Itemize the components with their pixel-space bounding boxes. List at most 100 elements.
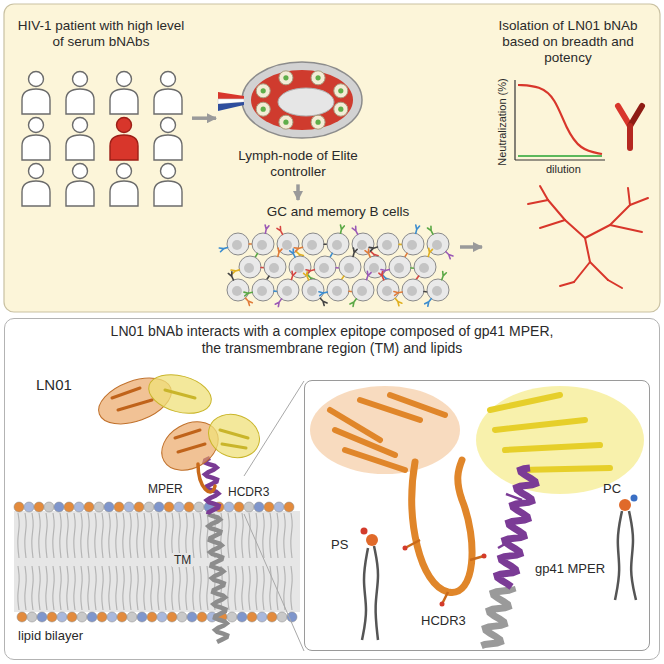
lipid-tail [109,566,110,610]
cell-body [252,233,274,255]
cell-nucleus [232,286,242,296]
person-body [154,181,182,206]
b-cell [231,256,269,278]
lipid-tail [32,513,33,558]
lipid-tail [81,513,82,558]
axis-label: dilution [546,163,581,176]
person-icon [110,118,138,161]
person-body [22,89,50,114]
beta-strand [520,468,610,470]
cell-body [302,233,324,255]
cell-nucleus [357,286,367,296]
surface-antibody [369,247,377,251]
surface-antibody [416,225,420,233]
inset-label: PS [331,537,348,553]
lipid-head [144,502,154,512]
beta-strand [165,390,195,398]
cell-body [252,279,274,301]
lipid-tail [172,566,173,610]
lipid-head [147,612,157,622]
lipid-tail [242,513,243,558]
beta-strand [175,430,200,438]
lipid-head [234,502,244,512]
lipid-tail [53,566,54,610]
antibody-stem [627,126,633,148]
lipid-tail [284,513,285,558]
lipid-head [284,502,294,512]
follicle-center [338,107,343,112]
person-body [110,89,138,114]
lipid-tail [186,566,187,610]
lipid-head [127,612,137,622]
side-chain [506,494,522,500]
lipid-tail [165,566,166,610]
lipid-tail [39,513,40,558]
neutralization-curve [518,85,602,154]
surface-antibody [425,299,432,307]
lipid-tail [193,513,194,558]
follicle-center [283,120,288,125]
cell-nucleus [307,240,317,250]
person-head [161,118,176,133]
beta-strand [495,420,585,430]
tree-branch [630,198,648,205]
lipid-head [57,612,67,622]
beta-strand [345,450,405,470]
tree-branch [610,225,642,232]
lipid-tail [200,513,201,558]
surface-antibody [446,252,453,259]
person-head [73,118,88,133]
lipid-tail [235,513,236,558]
lipid-head [17,612,27,622]
surface-antibody [304,272,309,280]
stage-caption: GC and memory B cells [267,204,410,220]
tree-branch [628,188,630,205]
lipid-head [87,612,97,622]
lipid-tail [67,566,68,610]
lipid-tail [228,513,229,558]
follicle [279,71,293,85]
side-chain [498,540,512,548]
lipid-head [254,502,264,512]
lipid-tail [95,513,96,558]
person-icon [66,164,94,207]
cell-nucleus [232,240,242,250]
lipid-tail [193,566,194,610]
lipid-tail [67,513,68,558]
flow-arrow [192,116,216,120]
side-chain [405,540,420,548]
b-cell [377,272,402,306]
lipid-tail [60,566,61,610]
beta-strand [390,395,445,415]
follicle-center [261,88,266,93]
lipid-tail [235,566,236,610]
lipid-tail [151,566,152,610]
hcdr3-loop [198,464,215,492]
side-chain-tip [403,546,408,551]
lipid-head [64,502,74,512]
person-icon [66,118,94,161]
lipid-tail [32,566,33,610]
ln01-fab [92,368,265,492]
lipid-tail [123,566,124,610]
lymph-node-drawing [218,62,362,138]
lipid-head [194,502,204,512]
lipid-tail [165,513,166,558]
cell-body [427,279,449,301]
person-head [29,72,44,87]
flow-arrow [460,245,482,249]
cell-body [377,233,399,255]
lipid-tail [228,566,229,610]
lipid-head [74,502,84,512]
lipid-head [14,502,24,512]
lipid-head [157,612,167,622]
tree-branch [540,220,565,228]
cell-nucleus [369,263,379,273]
surface-antibody [340,225,344,233]
person-head [161,164,176,179]
lipid-tail [362,548,368,640]
lipid-tail [200,566,201,610]
lipid-head [237,612,247,622]
person-body [22,135,50,160]
